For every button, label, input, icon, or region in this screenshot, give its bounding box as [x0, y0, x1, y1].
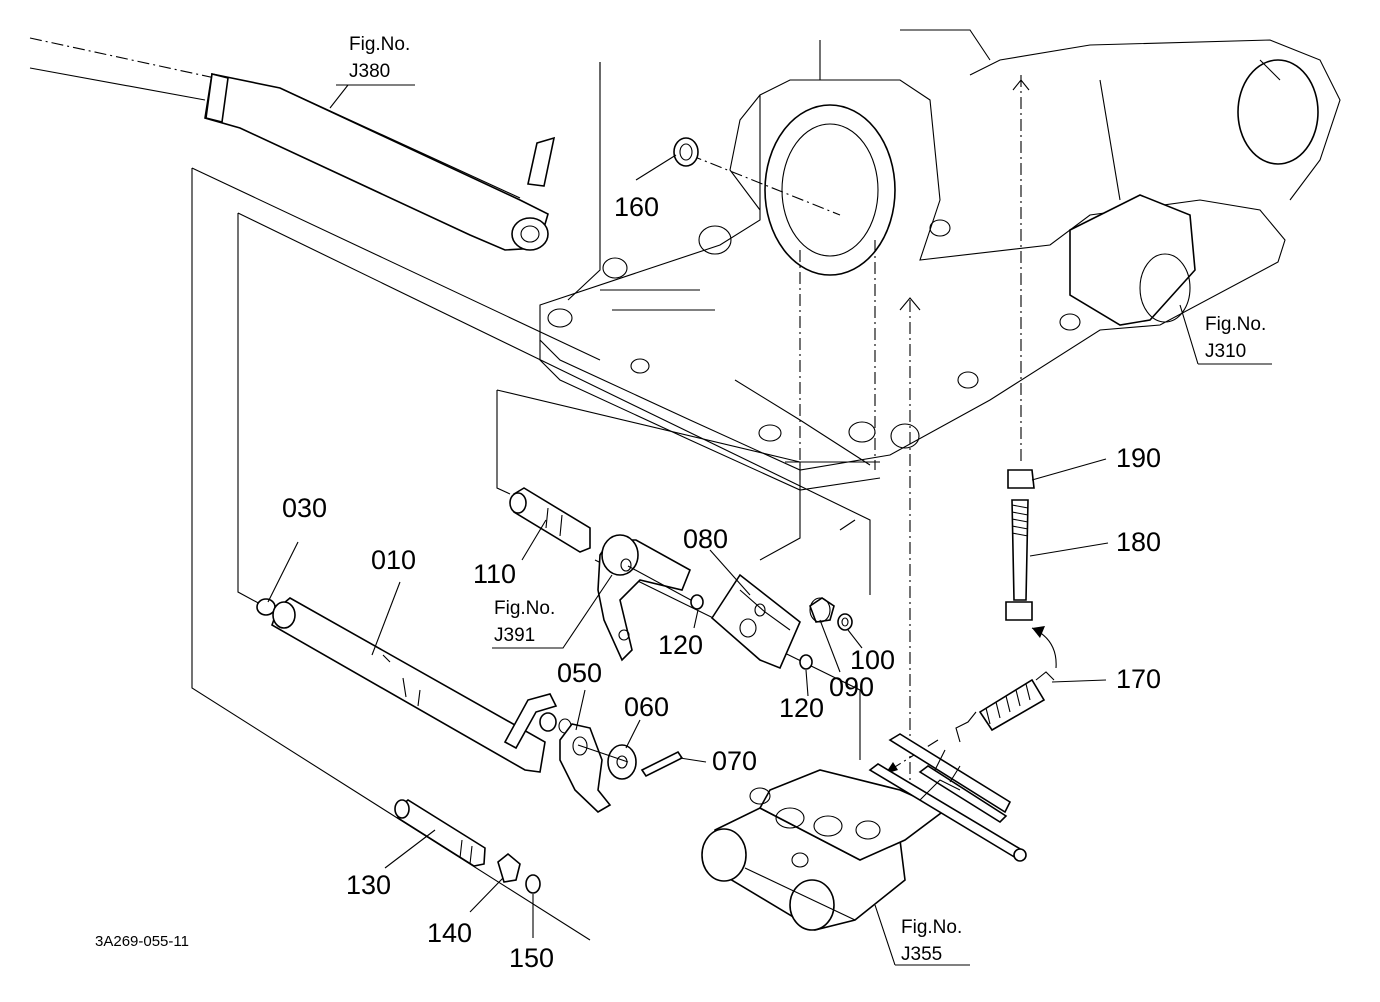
label-170: 170 — [1116, 664, 1161, 694]
snap-ring-150 — [525, 874, 541, 894]
label-150: 150 — [509, 943, 554, 973]
bolt-180 — [1005, 499, 1033, 621]
pin-130 — [394, 799, 486, 867]
arm-050 — [559, 723, 612, 813]
shift-shaft-010 — [256, 597, 572, 773]
label-090: 090 — [829, 672, 874, 702]
label-030: 030 — [282, 493, 327, 523]
snap-ring-120 — [690, 594, 813, 670]
nut-190 — [1007, 469, 1035, 489]
bracket-j391 — [597, 534, 701, 662]
label-180: 180 — [1116, 527, 1161, 557]
spring-to-bolt-arrow — [1031, 627, 1057, 669]
fig-ref-j391-prefix: Fig.No. — [494, 598, 555, 619]
fig-ref-j380: Fig.No. J380 — [349, 34, 410, 82]
collar-090 — [809, 597, 835, 623]
part-labels: 160 190 180 170 030 010 110 080 120 100 … — [282, 192, 1161, 973]
linkage-rod-j380 — [29, 37, 556, 251]
label-160: 160 — [614, 192, 659, 222]
snap-ring-100 — [837, 613, 853, 631]
control-valve-j355 — [701, 733, 1027, 931]
label-190: 190 — [1116, 443, 1161, 473]
label-140: 140 — [427, 918, 472, 948]
label-080: 080 — [683, 524, 728, 554]
washer-060 — [607, 744, 637, 780]
fig-ref-j380-number: J380 — [349, 61, 390, 82]
fig-ref-j310-number: J310 — [1205, 341, 1246, 362]
fig-ref-j310: Fig.No. J310 — [1205, 314, 1266, 362]
fig-ref-j391: Fig.No. J391 — [494, 598, 555, 646]
label-120-upper: 120 — [658, 630, 703, 660]
label-120-lower: 120 — [779, 693, 824, 723]
drawing-code: 3A269-055-11 — [95, 933, 189, 950]
fig-ref-j310-prefix: Fig.No. — [1205, 314, 1266, 335]
assembly-center-lines — [689, 75, 1030, 835]
fig-ref-j355-number: J355 — [901, 944, 942, 965]
snap-ring-160 — [673, 137, 699, 167]
fig-ref-j380-prefix: Fig.No. — [349, 34, 410, 55]
label-130: 130 — [346, 870, 391, 900]
label-060: 060 — [624, 692, 669, 722]
spring-170 — [955, 671, 1055, 743]
label-010: 010 — [371, 545, 416, 575]
leader-lines — [267, 84, 1272, 966]
label-070: 070 — [712, 746, 757, 776]
fig-ref-j355-prefix: Fig.No. — [901, 917, 962, 938]
pin-110 — [509, 487, 591, 553]
transmission-housing-j310 — [539, 29, 1341, 491]
fig-ref-j391-number: J391 — [494, 625, 535, 646]
label-050: 050 — [557, 658, 602, 688]
label-110: 110 — [473, 559, 516, 589]
arrow-head — [1032, 626, 1045, 638]
fig-ref-j355: Fig.No. J355 — [901, 917, 962, 965]
collar-140 — [497, 852, 521, 883]
plate-080 — [710, 573, 801, 670]
label-100: 100 — [850, 645, 895, 675]
